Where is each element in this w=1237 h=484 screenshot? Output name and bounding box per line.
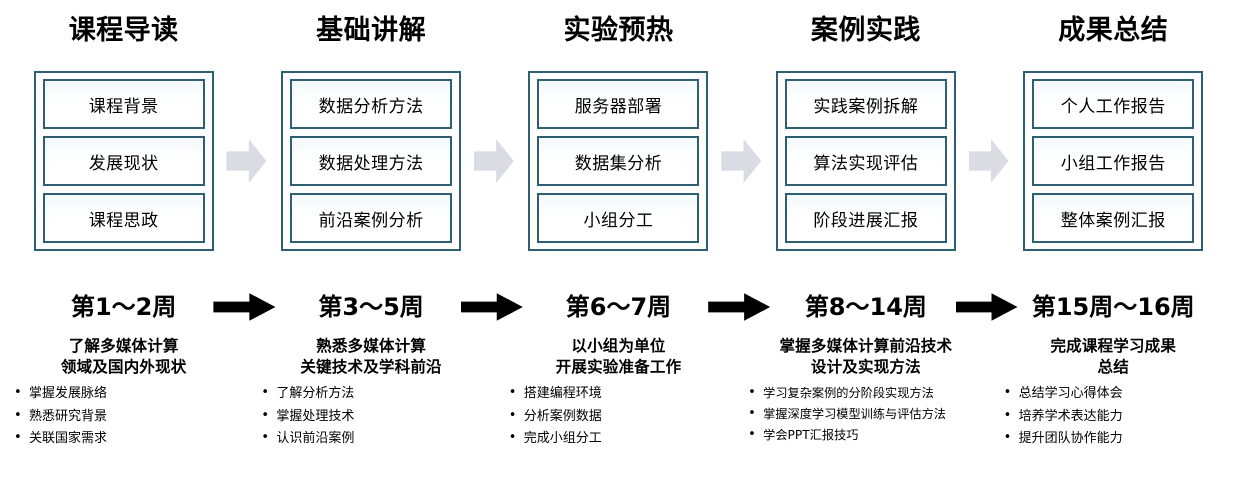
stage-item-label: 小组分工 xyxy=(583,210,654,231)
list-item: 学习复杂案例的分阶段实现方法 xyxy=(748,382,946,404)
stage-box-2: 数据分析方法 数据处理方法 前沿案例分析 xyxy=(281,71,462,251)
bullet-list-5: 总结学习心得体会 培养学术表达能力 提升团队协作能力 xyxy=(1004,382,1123,450)
stage-item-4-3: 阶段进展汇报 xyxy=(784,193,947,243)
goal-cell-4: 掌握多媒体计算前沿技术 设计及实现方法 学习复杂案例的分阶段实现方法 掌握深度学… xyxy=(742,336,989,484)
stage-item-1-2: 发展现状 xyxy=(42,136,205,186)
stage-item-3-2: 数据集分析 xyxy=(537,136,700,186)
stage-item-1-3: 课程思政 xyxy=(42,193,205,243)
goal-text-5: 完成课程学习成果 总结 xyxy=(1050,337,1177,376)
stage-item-label: 数据分析方法 xyxy=(318,96,424,117)
list-item: 总结学习心得体会 xyxy=(1004,382,1123,405)
week-label-3: 第6～7周 xyxy=(565,293,672,321)
stage-item-label: 课程思政 xyxy=(88,210,159,231)
stage-box-cell-2: 数据分析方法 数据处理方法 前沿案例分析 xyxy=(247,66,514,256)
goal-cell-3: 以小组为单位 开展实验准备工作 搭建编程环境 分析案例数据 完成小组分工 xyxy=(495,336,742,484)
stage-item-4-1: 实践案例拆解 xyxy=(784,79,947,129)
stage-titles-row: 课程导读 基础讲解 实验预热 案例实践 成果总结 xyxy=(0,4,1237,56)
goal-cell-5: 完成课程学习成果 总结 总结学习心得体会 培养学术表达能力 提升团队协作能力 xyxy=(990,336,1237,484)
stage-title-cell-2: 基础讲解 xyxy=(247,4,494,56)
stage-item-label: 数据集分析 xyxy=(574,153,663,174)
week-cell-3: 第6～7周 xyxy=(495,284,771,330)
stage-item-label: 个人工作报告 xyxy=(1060,96,1166,117)
bullet-list-2: 了解分析方法 掌握处理技术 认识前沿案例 xyxy=(261,382,354,450)
stage-item-label: 前沿案例分析 xyxy=(318,210,424,231)
stage-box-cell-4: 实践案例拆解 算法实现评估 阶段进展汇报 xyxy=(742,66,1009,256)
stage-item-1-1: 课程背景 xyxy=(42,79,205,129)
week-cell-2: 第3～5周 xyxy=(247,284,523,330)
list-item: 掌握发展脉络 xyxy=(14,382,107,405)
stage-boxes-row: 课程背景 发展现状 课程思政 数据分析方法 数据处理方法 前沿案例分析 服务器部… xyxy=(0,66,1237,256)
stage-item-label: 算法实现评估 xyxy=(813,153,919,174)
goals-and-bullets-row: 了解多媒体计算 领域及国内外现状 掌握发展脉络 熟悉研究背景 关联国家需求 熟悉… xyxy=(0,336,1237,484)
list-item: 关联国家需求 xyxy=(14,427,107,450)
stage-title-cell-3: 实验预热 xyxy=(495,4,742,56)
stage-item-2-1: 数据分析方法 xyxy=(290,79,453,129)
stage-item-label: 服务器部署 xyxy=(574,96,663,117)
stage-title-1: 课程导读 xyxy=(68,14,179,46)
week-label-1: 第1～2周 xyxy=(70,293,177,321)
stage-item-2-3: 前沿案例分析 xyxy=(290,193,453,243)
stage-item-label: 整体案例汇报 xyxy=(1060,210,1166,231)
stage-title-cell-5: 成果总结 xyxy=(990,4,1237,56)
stage-box-4: 实践案例拆解 算法实现评估 阶段进展汇报 xyxy=(775,71,956,251)
stage-item-3-3: 小组分工 xyxy=(537,193,700,243)
stage-title-3: 实验预热 xyxy=(563,14,674,46)
list-item: 掌握处理技术 xyxy=(261,405,354,428)
stage-box-1: 课程背景 发展现状 课程思政 xyxy=(33,71,214,251)
goal-text-3: 以小组为单位 开展实验准备工作 xyxy=(555,337,682,376)
week-label-5: 第15周～16周 xyxy=(1031,293,1195,321)
stage-item-label: 阶段进展汇报 xyxy=(813,210,919,231)
stage-item-5-1: 个人工作报告 xyxy=(1032,79,1195,129)
stage-item-5-2: 小组工作报告 xyxy=(1032,136,1195,186)
bullet-list-1: 掌握发展脉络 熟悉研究背景 关联国家需求 xyxy=(14,382,107,450)
stage-box-cell-3: 服务器部署 数据集分析 小组分工 xyxy=(495,66,762,256)
stage-item-label: 发展现状 xyxy=(88,153,159,174)
list-item: 了解分析方法 xyxy=(261,382,354,405)
stage-item-label: 实践案例拆解 xyxy=(813,96,919,117)
goal-text-4: 掌握多媒体计算前沿技术 设计及实现方法 xyxy=(779,337,953,376)
list-item: 认识前沿案例 xyxy=(261,427,354,450)
list-item: 学会PPT汇报技巧 xyxy=(748,424,946,446)
bullet-list-4: 学习复杂案例的分阶段实现方法 掌握深度学习模型训练与评估方法 学会PPT汇报技巧 xyxy=(748,382,946,446)
list-item: 提升团队协作能力 xyxy=(1004,427,1123,450)
stage-item-2-2: 数据处理方法 xyxy=(290,136,453,186)
stage-item-label: 数据处理方法 xyxy=(318,153,424,174)
stage-title-5: 成果总结 xyxy=(1058,14,1169,46)
stage-item-label: 小组工作报告 xyxy=(1060,153,1166,174)
stage-item-label: 课程背景 xyxy=(88,96,159,117)
week-cell-1: 第1～2周 xyxy=(0,284,276,330)
list-item: 完成小组分工 xyxy=(509,427,602,450)
week-label-2: 第3～5周 xyxy=(318,293,424,321)
list-item: 熟悉研究背景 xyxy=(14,405,107,428)
goal-text-2: 熟悉多媒体计算 关键技术及学科前沿 xyxy=(300,337,442,376)
week-label-4: 第8～14周 xyxy=(804,293,927,321)
list-item: 搭建编程环境 xyxy=(509,382,602,405)
week-cell-4: 第8～14周 xyxy=(742,284,1018,330)
list-item: 培养学术表达能力 xyxy=(1004,405,1123,428)
goal-text-1: 了解多媒体计算 领域及国内外现状 xyxy=(60,337,187,376)
stage-item-4-2: 算法实现评估 xyxy=(784,136,947,186)
stage-title-4: 案例实践 xyxy=(810,14,921,46)
list-item: 分析案例数据 xyxy=(509,405,602,428)
list-item: 掌握深度学习模型训练与评估方法 xyxy=(748,403,946,425)
week-cell-5: 第15周～16周 xyxy=(990,284,1237,330)
bullet-list-3: 搭建编程环境 分析案例数据 完成小组分工 xyxy=(509,382,602,450)
stage-title-cell-4: 案例实践 xyxy=(742,4,989,56)
stage-item-5-3: 整体案例汇报 xyxy=(1032,193,1195,243)
stage-box-5: 个人工作报告 小组工作报告 整体案例汇报 xyxy=(1023,71,1204,251)
stage-title-2: 基础讲解 xyxy=(316,14,427,46)
goal-cell-1: 了解多媒体计算 领域及国内外现状 掌握发展脉络 熟悉研究背景 关联国家需求 xyxy=(0,336,247,484)
stage-title-cell-1: 课程导读 xyxy=(0,4,247,56)
goal-cell-2: 熟悉多媒体计算 关键技术及学科前沿 了解分析方法 掌握处理技术 认识前沿案例 xyxy=(247,336,494,484)
stage-item-3-1: 服务器部署 xyxy=(537,79,700,129)
stage-box-3: 服务器部署 数据集分析 小组分工 xyxy=(528,71,709,251)
stage-box-cell-1: 课程背景 发展现状 课程思政 xyxy=(0,66,267,256)
stage-box-cell-5: 个人工作报告 小组工作报告 整体案例汇报 xyxy=(990,66,1237,256)
weeks-row: 第1～2周 第3～5周 第6～7周 第8～14周 第15周～16周 xyxy=(0,284,1237,330)
